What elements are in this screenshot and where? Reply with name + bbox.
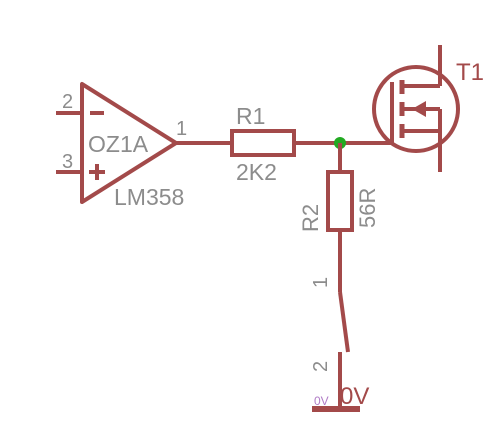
opamp-oz1a[interactable]: 2 3 1 OZ1A LM358 <box>56 82 187 210</box>
r2-value-label: 56R <box>355 188 380 228</box>
r1-name-label: R1 <box>236 103 265 129</box>
r2-name-label: R2 <box>298 204 323 232</box>
switch-blade <box>338 291 350 353</box>
switch-s1[interactable]: 1 2 <box>310 277 350 372</box>
t1-name-label: T1 <box>456 59 484 86</box>
t1-envelope <box>372 65 460 153</box>
ground-value-label: 0V <box>340 383 369 410</box>
r1-value-label: 2K2 <box>236 159 277 185</box>
switch-pin-bottom-label: 2 <box>310 361 332 372</box>
t1-arrow <box>412 101 426 117</box>
r2-body <box>326 170 354 232</box>
mosfet-t1[interactable]: T1 <box>372 45 484 172</box>
opamp-name-label: OZ1A <box>88 131 149 157</box>
opamp-pin-noninverting-label: 3 <box>62 151 73 173</box>
r1-body <box>230 129 296 157</box>
resistor-r1[interactable]: R1 2K2 <box>230 103 296 185</box>
opamp-value-label: LM358 <box>114 184 184 210</box>
opamp-pin-inverting-label: 2 <box>62 91 73 113</box>
opamp-pin-output-label: 1 <box>176 118 187 140</box>
ground-net-label: 0V <box>314 394 329 408</box>
ground-0v[interactable]: 0V 0V <box>312 383 369 412</box>
opamp-triangle <box>80 82 178 204</box>
resistor-r2[interactable]: R2 56R <box>298 170 380 232</box>
switch-pin-top-label: 1 <box>310 277 332 288</box>
